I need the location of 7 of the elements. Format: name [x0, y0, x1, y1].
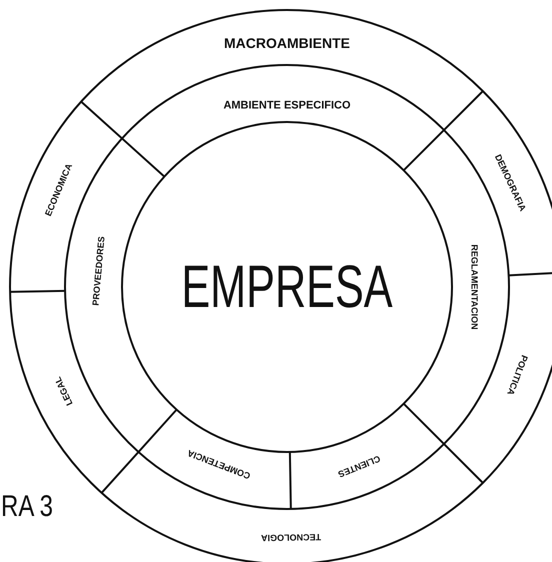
ring-segment-label: MACROAMBIENTE — [224, 36, 350, 50]
ring-segment-label: AMBIENTE ESPECIFICO — [223, 100, 351, 112]
center-label: EMPRESA — [181, 257, 393, 317]
ring-segment-label: REGLAMENTACION — [470, 244, 478, 330]
figure-caption: RA 3 — [1, 492, 54, 522]
ring-segment-label: PROVEEDORES — [91, 236, 106, 306]
ring-segment-label: TECNOLOGIA — [261, 532, 322, 542]
